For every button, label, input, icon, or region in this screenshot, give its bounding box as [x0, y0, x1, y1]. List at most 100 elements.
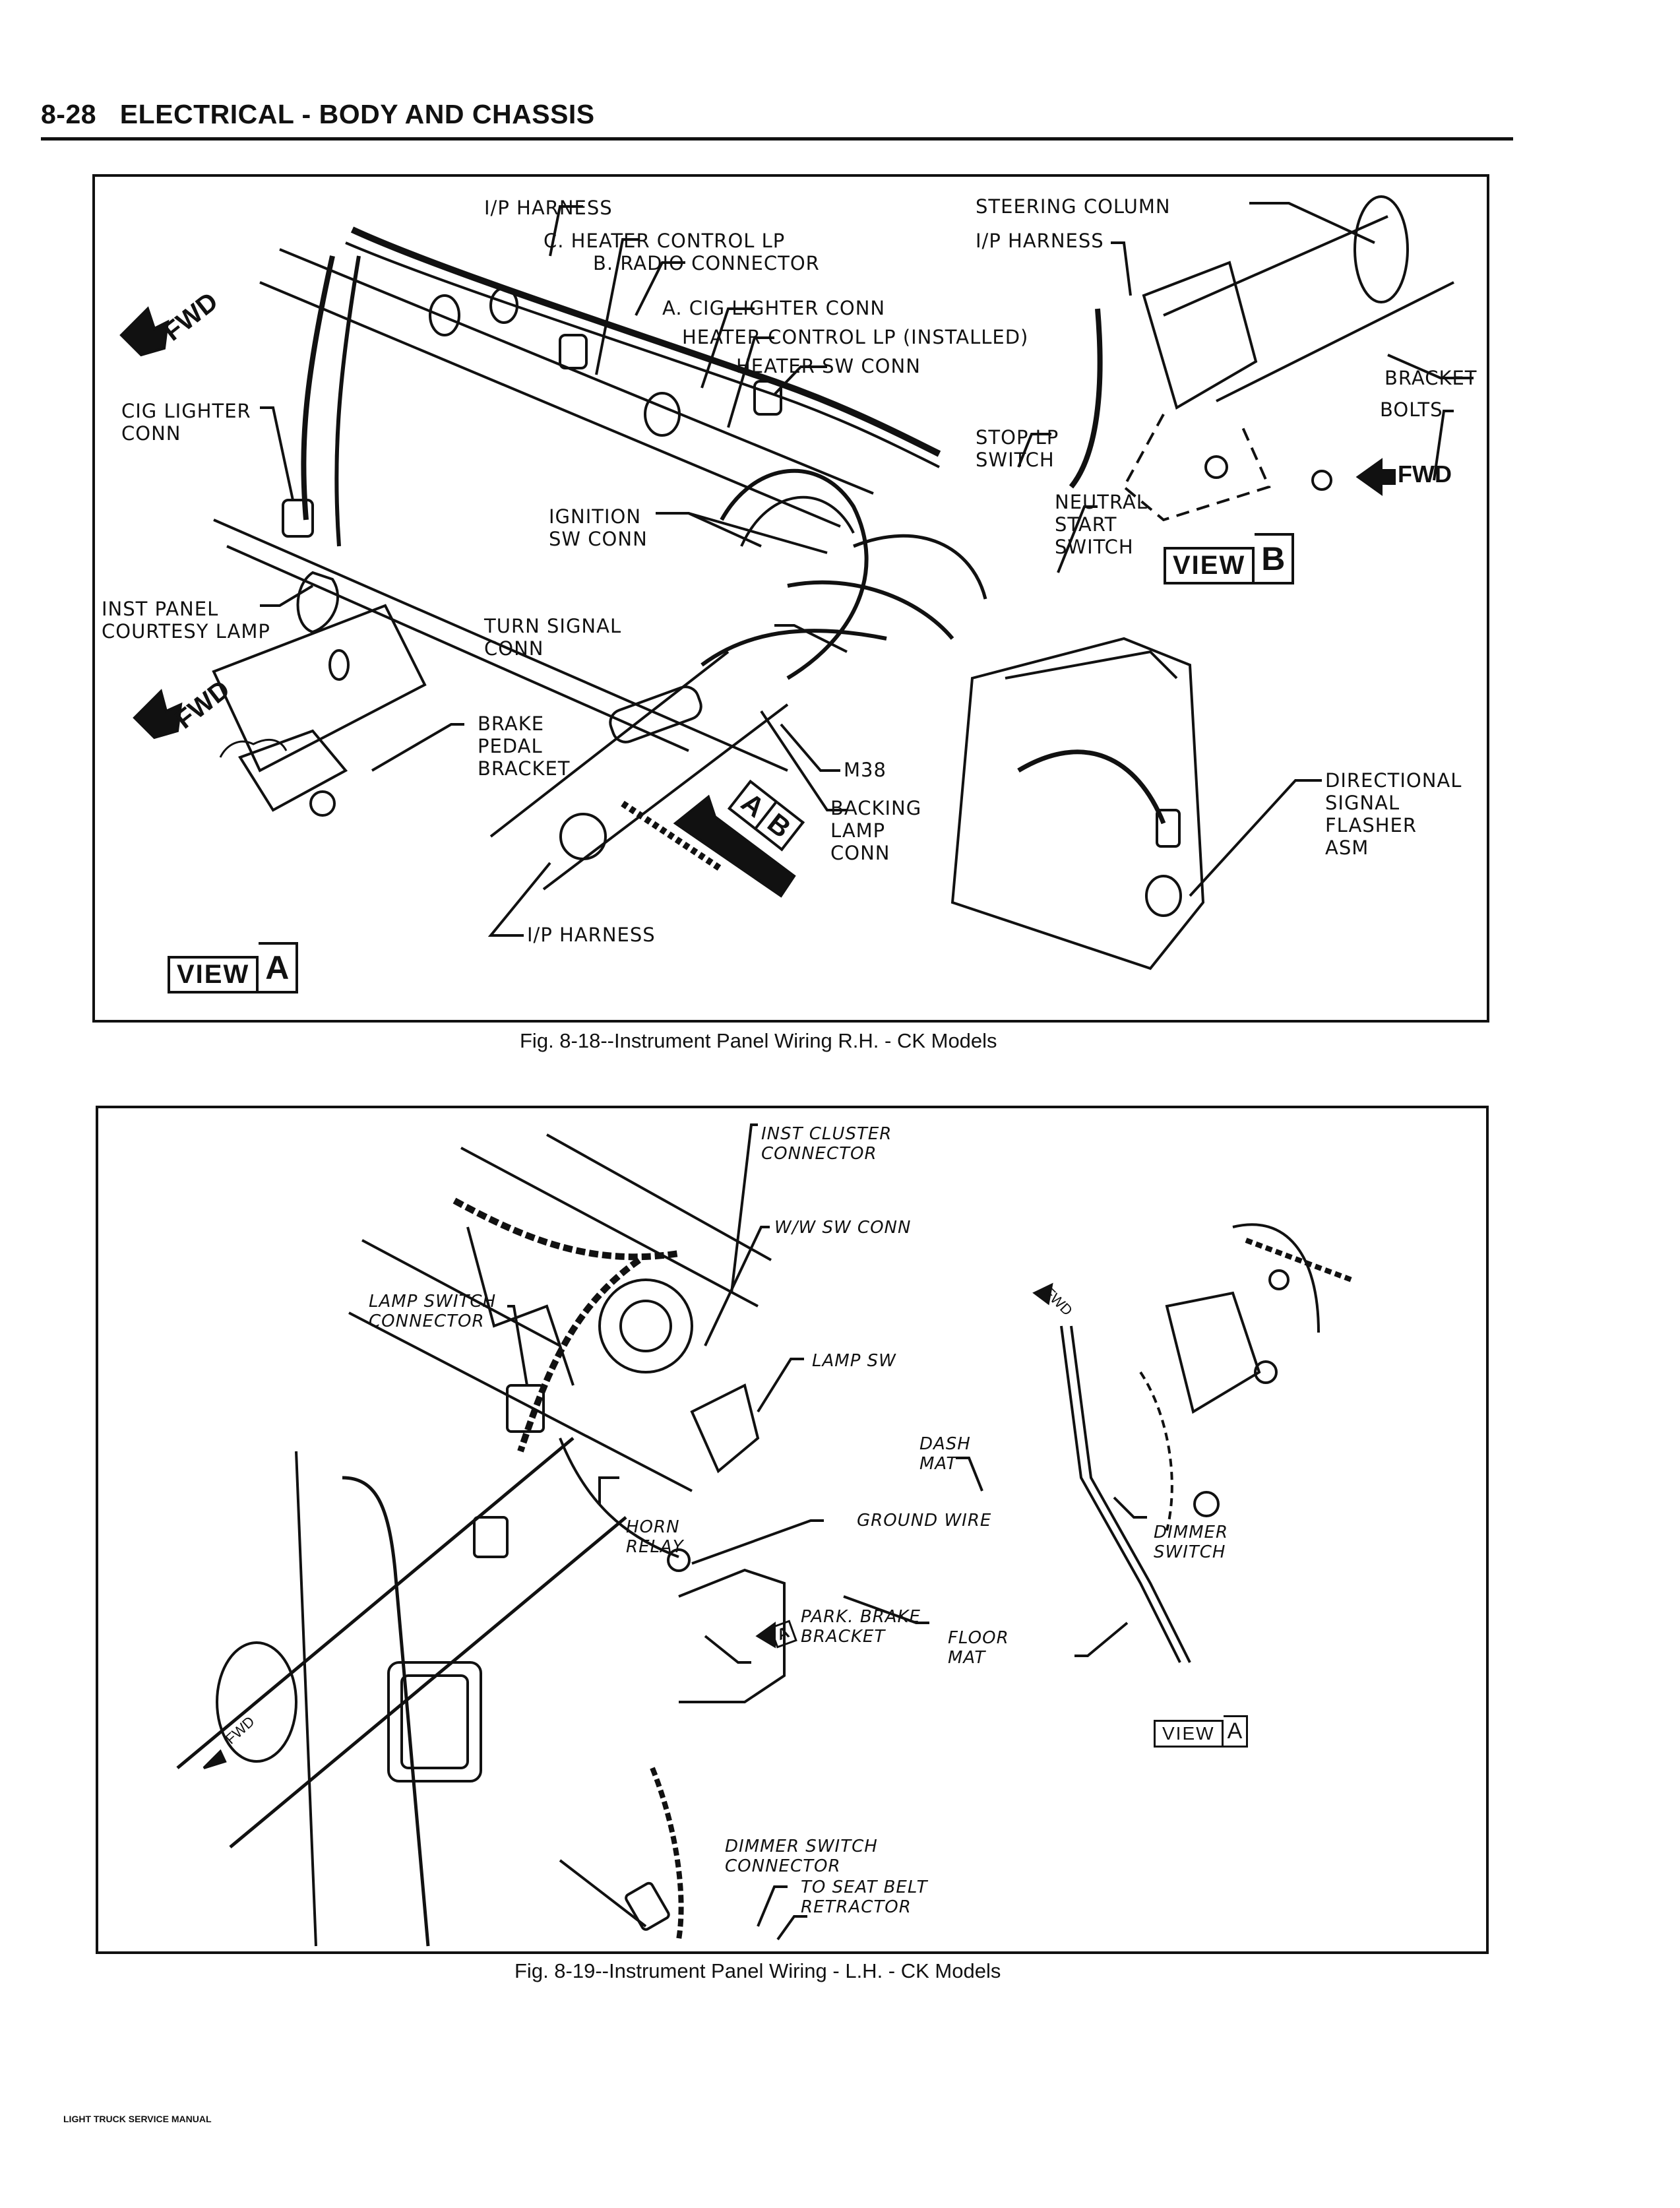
label-line: FLASHER	[1325, 814, 1417, 836]
dash-line	[348, 1311, 693, 1492]
jamb-line	[342, 1476, 430, 1947]
brake-bracket-detail-shape	[212, 604, 427, 773]
view-a-arrow-icon	[755, 1622, 776, 1649]
label-line: SIGNAL	[1325, 792, 1400, 814]
view-word: VIEW	[1164, 547, 1255, 584]
connector-shape	[429, 294, 460, 336]
steering-shaft	[489, 650, 730, 838]
leader-line	[691, 1519, 824, 1565]
label-line: BRACKET	[801, 1627, 886, 1647]
dash-line	[361, 1239, 561, 1347]
page-number: 8-28	[41, 99, 97, 129]
flasher-wire	[1017, 749, 1166, 825]
leader-line	[260, 406, 294, 501]
leader-line	[1387, 354, 1474, 379]
label-line: LAMP SWITCH	[369, 1292, 497, 1311]
floor-mat-line	[1070, 1325, 1191, 1663]
courtesy-lamp-shape	[296, 571, 340, 634]
view-word: VIEW	[1154, 1720, 1224, 1748]
label-line: PEDAL	[478, 735, 543, 757]
figure-8-18-illustration	[119, 195, 1474, 970]
steering-column-edge	[1163, 215, 1388, 317]
leader-line	[1111, 241, 1132, 296]
steering-shaft-end	[559, 813, 607, 860]
leader-line	[700, 307, 755, 389]
label-line: START	[1055, 513, 1117, 536]
figure-8-19-illustration	[176, 1123, 1353, 1947]
label-line: DIMMER	[1154, 1523, 1229, 1542]
cluster-connector-shape	[598, 1278, 693, 1373]
leader-line	[757, 1885, 788, 1927]
label-steering-column: STEERING COLUMN	[976, 195, 1171, 218]
harness-loop	[787, 580, 954, 640]
leader-line	[487, 862, 551, 937]
floor-mat-line	[1060, 1325, 1181, 1663]
label-ip-harness-right: I/P HARNESS	[976, 230, 1104, 252]
page-header: 8-28 ELECTRICAL - BODY AND CHASSIS	[41, 99, 1513, 141]
leader-line	[1113, 1496, 1147, 1519]
label-line: DASH	[919, 1434, 971, 1454]
label-line: INST PANEL	[102, 598, 219, 620]
dash-edge-line	[259, 281, 841, 528]
steering-column-end	[1353, 195, 1409, 303]
connector-shape	[489, 287, 518, 324]
bulb-shape	[328, 649, 350, 681]
leader-line	[1189, 779, 1322, 897]
label-line: RELAY	[626, 1537, 684, 1557]
label-line: BACKING	[830, 797, 922, 819]
harness-loop	[740, 495, 855, 547]
bolt-shape	[1204, 455, 1228, 479]
leader-line	[774, 624, 848, 653]
harness-bundle	[517, 1257, 641, 1453]
leader-line	[704, 1226, 770, 1346]
leader-line	[549, 205, 583, 257]
view-a-harness	[1245, 1238, 1353, 1282]
bracket-shape	[1142, 261, 1258, 410]
label-line: BRACKET	[478, 757, 571, 780]
relay-block-shape	[400, 1674, 469, 1769]
label-heater-sw-conn: HEATER SW CONN	[736, 355, 921, 377]
label-ip-harness-bottom: I/P HARNESS	[527, 924, 656, 946]
bracket-dash	[1122, 414, 1271, 522]
leader-line	[635, 261, 685, 316]
dimmer-switch-connector-shape	[625, 1881, 670, 1931]
stop-lamp-switch-shape	[309, 790, 336, 817]
leader-line	[776, 1915, 807, 1941]
fwd-label: FWD	[1398, 460, 1452, 488]
fwd-arrow-icon	[202, 1749, 227, 1769]
brake-pedal-bracket-shape	[609, 685, 702, 743]
leader-line	[1433, 410, 1454, 481]
leader-line	[843, 1595, 929, 1624]
leader-line	[730, 1123, 758, 1294]
ab-view-arrow-icon	[673, 794, 796, 898]
leader-line	[956, 1457, 983, 1492]
figure-8-18: I/P HARNESS C. HEATER CONTROL LP B. RADI…	[92, 174, 1489, 1023]
view-word: VIEW	[168, 956, 259, 994]
dimmer-harness	[650, 1767, 684, 1940]
label-line: SWITCH	[1154, 1542, 1226, 1562]
fwd-arrow-icon	[119, 306, 170, 357]
label-bracket: BRACKET	[1384, 367, 1478, 389]
label-line: TO SEAT BELT	[801, 1877, 928, 1897]
dash-line	[546, 1133, 772, 1261]
leader-line	[1249, 202, 1375, 244]
harness-loop	[720, 468, 869, 680]
switch-plate-shape	[237, 729, 348, 812]
label-line: INST CLUSTER	[761, 1124, 892, 1144]
ground-wire	[559, 1437, 679, 1558]
label-line: STOP LP	[976, 426, 1059, 449]
dash-edge-line	[213, 519, 788, 772]
steering-column-edge	[1216, 281, 1454, 402]
